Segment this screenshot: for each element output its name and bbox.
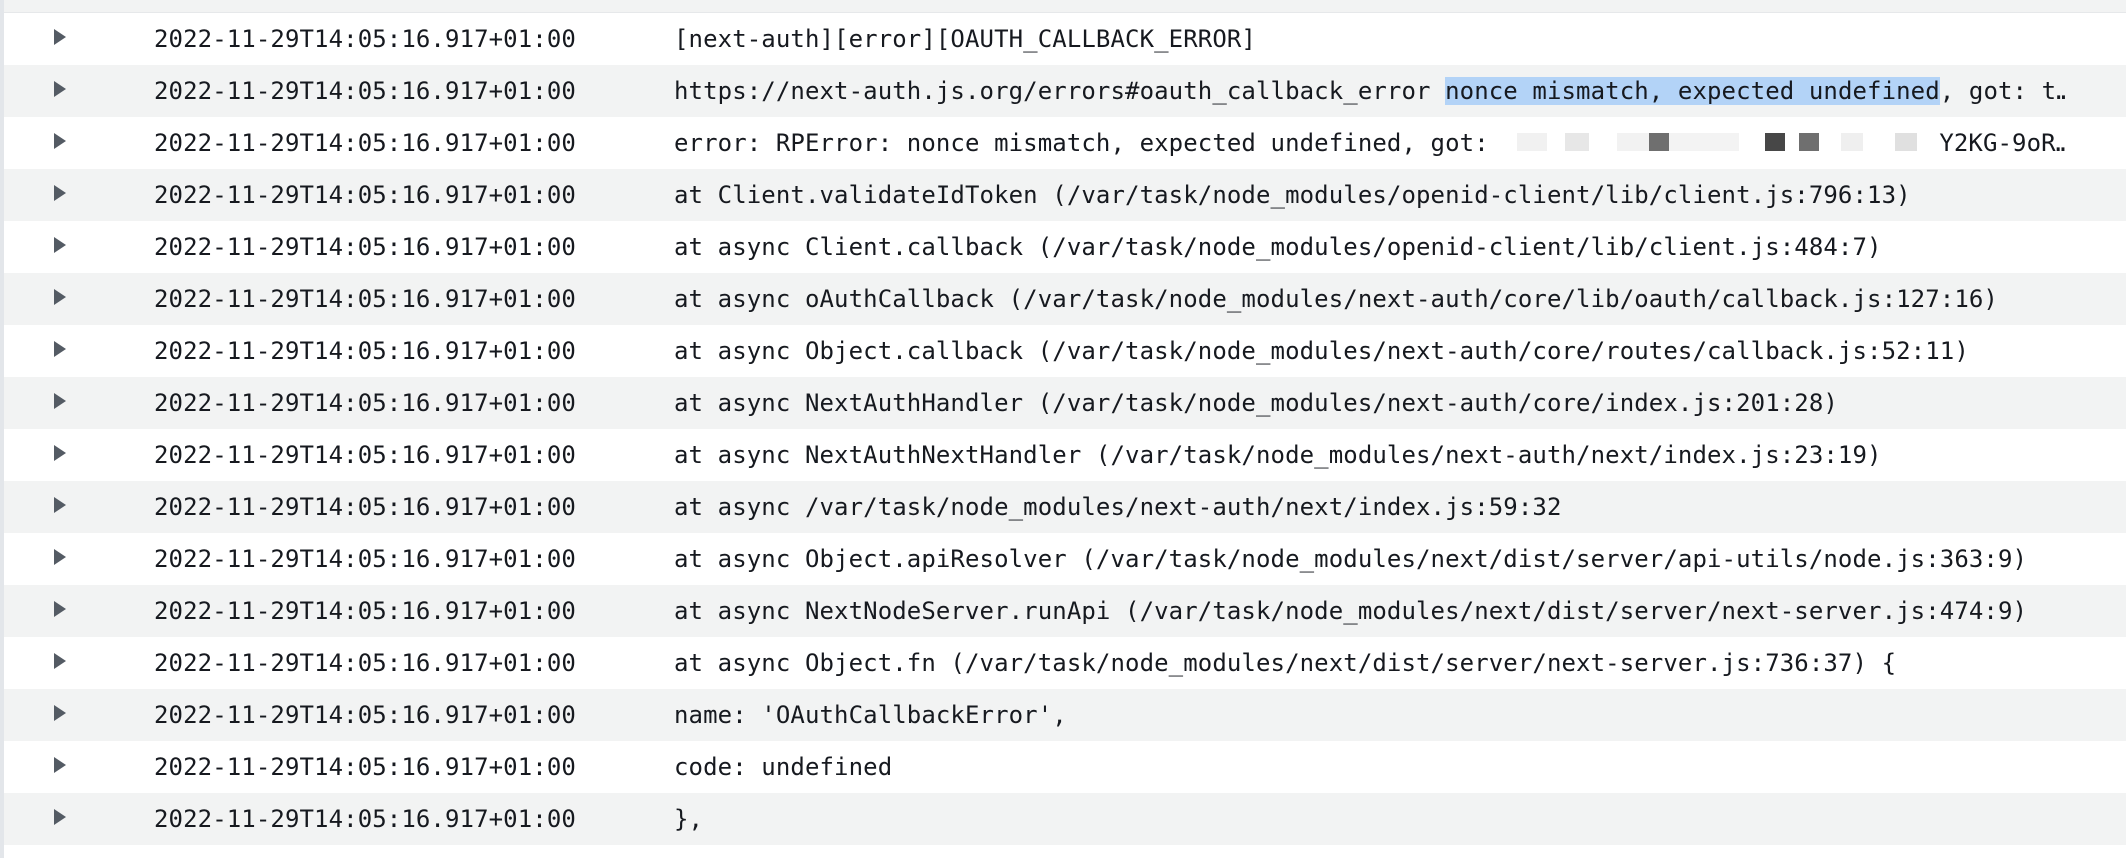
log-message-text: Y2KG-9oR… [1939, 129, 2066, 157]
log-timestamp: 2022-11-29T14:05:16.917+01:00 [154, 129, 576, 157]
log-row[interactable]: 2022-11-29T14:05:16.917+01:00 [next-auth… [4, 13, 2126, 65]
log-row[interactable]: 2022-11-29T14:05:16.917+01:00 at async O… [4, 533, 2126, 585]
log-message: error: RPError: nonce mismatch, expected… [674, 117, 2066, 169]
log-message: at async NextAuthHandler (/var/task/node… [674, 389, 1838, 417]
log-timestamp: 2022-11-29T14:05:16.917+01:00 [154, 597, 576, 625]
log-timestamp: 2022-11-29T14:05:16.917+01:00 [154, 181, 576, 209]
log-message: at async NextAuthNextHandler (/var/task/… [674, 441, 1882, 469]
log-message: name: 'OAuthCallbackError', [674, 701, 1067, 729]
log-message: at async Object.callback (/var/task/node… [674, 337, 1969, 365]
log-row[interactable]: 2022-11-29T14:05:16.917+01:00 at async N… [4, 585, 2126, 637]
redacted-token-blur [1503, 131, 1939, 155]
log-timestamp: 2022-11-29T14:05:16.917+01:00 [154, 285, 576, 313]
log-message: https://next-auth.js.org/errors#oauth_ca… [674, 65, 2066, 117]
caret-right-icon[interactable] [48, 285, 72, 309]
caret-right-icon[interactable] [48, 805, 72, 829]
log-row[interactable]: 2022-11-29T14:05:16.917+01:00 code: unde… [4, 741, 2126, 793]
log-message: at async Object.apiResolver (/var/task/n… [674, 545, 2028, 573]
log-message: [next-auth][error][OAUTH_CALLBACK_ERROR] [674, 25, 1256, 53]
log-message: code: undefined [674, 753, 893, 781]
caret-right-icon[interactable] [48, 597, 72, 621]
caret-right-icon[interactable] [48, 389, 72, 413]
caret-right-icon[interactable] [48, 25, 72, 49]
next-row-edge [4, 845, 2126, 857]
caret-right-icon[interactable] [48, 337, 72, 361]
caret-right-icon[interactable] [48, 545, 72, 569]
caret-right-icon[interactable] [48, 493, 72, 517]
log-timestamp: 2022-11-29T14:05:16.917+01:00 [154, 77, 576, 105]
log-message: }, [674, 805, 704, 833]
caret-right-icon[interactable] [48, 181, 72, 205]
log-timestamp: 2022-11-29T14:05:16.917+01:00 [154, 701, 576, 729]
log-row[interactable]: 2022-11-29T14:05:16.917+01:00 error: RPE… [4, 117, 2126, 169]
log-message-text: , got: t… [1939, 77, 2066, 105]
caret-right-icon[interactable] [48, 649, 72, 673]
log-message: at Client.validateIdToken (/var/task/nod… [674, 181, 1911, 209]
caret-right-icon[interactable] [48, 441, 72, 465]
log-timestamp: 2022-11-29T14:05:16.917+01:00 [154, 337, 576, 365]
log-timestamp: 2022-11-29T14:05:16.917+01:00 [154, 25, 576, 53]
log-row[interactable]: 2022-11-29T14:05:16.917+01:00 at async o… [4, 273, 2126, 325]
log-row[interactable]: 2022-11-29T14:05:16.917+01:00 at async N… [4, 377, 2126, 429]
log-timestamp: 2022-11-29T14:05:16.917+01:00 [154, 753, 576, 781]
log-timestamp: 2022-11-29T14:05:16.917+01:00 [154, 649, 576, 677]
log-row[interactable]: 2022-11-29T14:05:16.917+01:00 at Client.… [4, 169, 2126, 221]
caret-right-icon[interactable] [48, 77, 72, 101]
log-row[interactable]: 2022-11-29T14:05:16.917+01:00 at async N… [4, 429, 2126, 481]
log-row[interactable]: 2022-11-29T14:05:16.917+01:00 at async O… [4, 637, 2126, 689]
log-timestamp: 2022-11-29T14:05:16.917+01:00 [154, 805, 576, 833]
log-message: at async Object.fn (/var/task/node_modul… [674, 649, 1897, 677]
log-timestamp: 2022-11-29T14:05:16.917+01:00 [154, 545, 576, 573]
log-timestamp: 2022-11-29T14:05:16.917+01:00 [154, 389, 576, 417]
log-row[interactable]: 2022-11-29T14:05:16.917+01:00 }, [4, 793, 2126, 845]
log-message-text: https://next-auth.js.org/errors#oauth_ca… [674, 77, 1446, 105]
log-row[interactable]: 2022-11-29T14:05:16.917+01:00 name: 'OAu… [4, 689, 2126, 741]
previous-row-edge [4, 0, 2126, 13]
log-timestamp: 2022-11-29T14:05:16.917+01:00 [154, 233, 576, 261]
log-timestamp: 2022-11-29T14:05:16.917+01:00 [154, 441, 576, 469]
caret-right-icon[interactable] [48, 753, 72, 777]
log-message-text: error: RPError: nonce mismatch, expected… [674, 129, 1504, 157]
log-row[interactable]: 2022-11-29T14:05:16.917+01:00 at async C… [4, 221, 2126, 273]
selected-text-highlight: nonce mismatch, expected undefined [1445, 77, 1940, 105]
caret-right-icon[interactable] [48, 233, 72, 257]
log-message: at async /var/task/node_modules/next-aut… [674, 493, 1562, 521]
log-message: at async Client.callback (/var/task/node… [674, 233, 1882, 261]
log-message: at async oAuthCallback (/var/task/node_m… [674, 285, 1998, 313]
log-row[interactable]: 2022-11-29T14:05:16.917+01:00 at async O… [4, 325, 2126, 377]
caret-right-icon[interactable] [48, 701, 72, 725]
log-message: at async NextNodeServer.runApi (/var/tas… [674, 597, 2028, 625]
log-timestamp: 2022-11-29T14:05:16.917+01:00 [154, 493, 576, 521]
log-row[interactable]: 2022-11-29T14:05:16.917+01:00 https://ne… [4, 65, 2126, 117]
log-row[interactable]: 2022-11-29T14:05:16.917+01:00 at async /… [4, 481, 2126, 533]
caret-right-icon[interactable] [48, 129, 72, 153]
